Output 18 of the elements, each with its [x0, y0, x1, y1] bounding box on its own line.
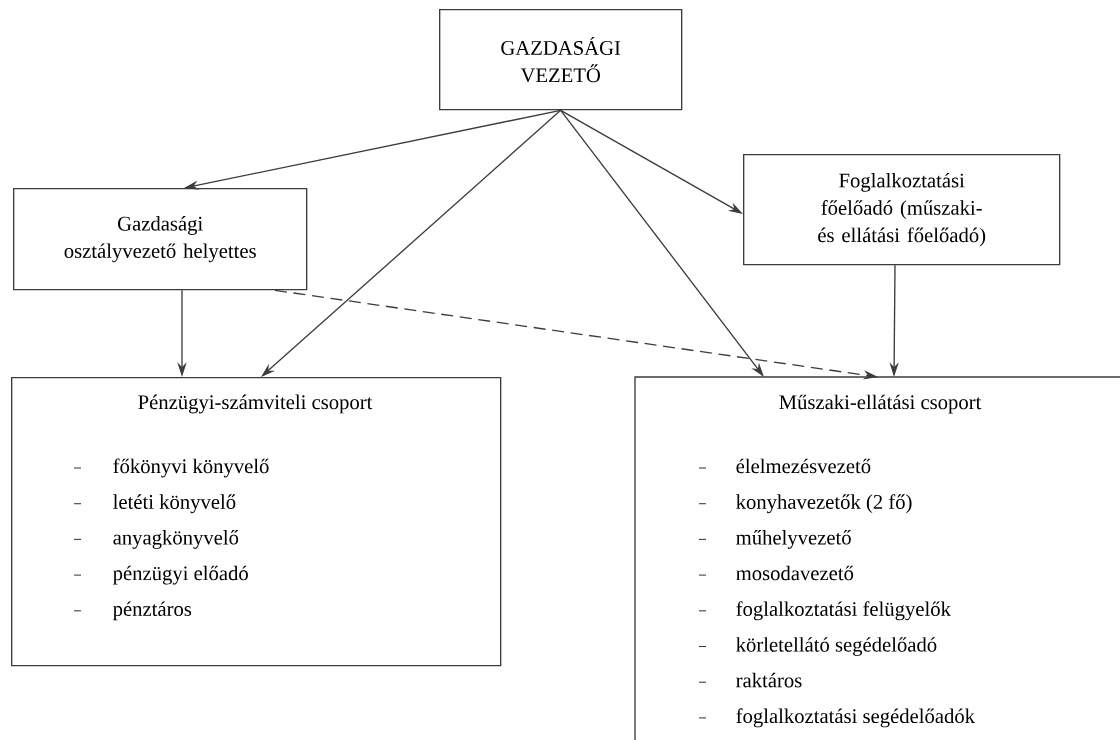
role-box: Gazdasági osztályvezető helyettes: [13, 188, 308, 291]
list-item: raktáros: [698, 672, 802, 688]
list-item: foglalkoztatási felügyelők: [698, 601, 951, 621]
manager-box: GAZDASÁGI VEZETŐ: [439, 9, 683, 111]
list-item: pénztáros: [73, 601, 192, 621]
list-item: pénzügyi előadó: [73, 565, 248, 585]
list-item: konyhavezetők (2 fő): [698, 494, 912, 514]
list-item: főkönyvi könyvelő: [73, 458, 269, 478]
list-item: anyagkönyvelő: [73, 530, 239, 549]
group-heading: Pénzügyi-számviteli csoport: [138, 394, 373, 414]
list-item: műhelyvezető: [698, 530, 851, 549]
list-item: élelmezésvezető: [698, 458, 871, 474]
list-item: mosodavezető: [698, 565, 854, 581]
list-item: körletellátó segédelőadó: [698, 637, 937, 656]
list-item: foglalkoztatási segédelőadók: [698, 708, 975, 728]
list-item: letéti könyvelő: [73, 494, 236, 514]
group-heading: Műszaki-ellátási csoport: [779, 394, 982, 414]
role-box: Foglalkoztatási főelőadó (műszaki- és ellátási főelőadó): [743, 154, 1061, 266]
